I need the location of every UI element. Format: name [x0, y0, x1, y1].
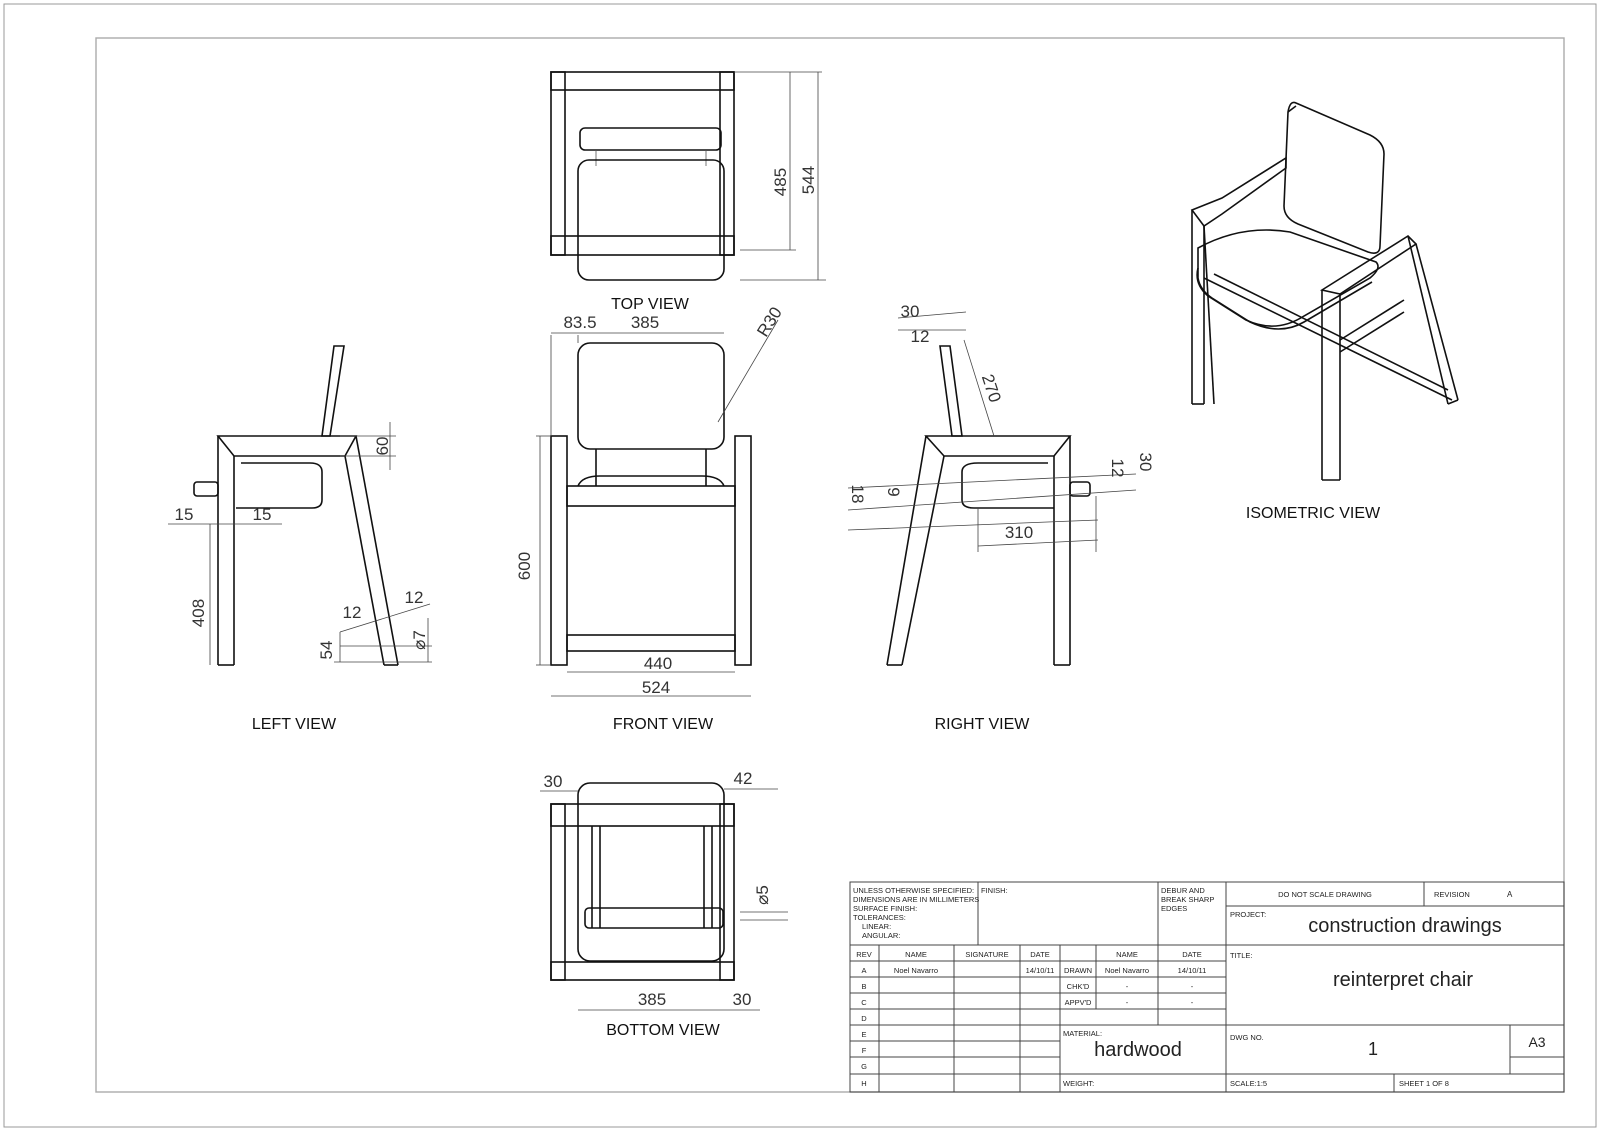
front-dim-385: 385	[631, 313, 659, 332]
tb-project-value: construction drawings	[1308, 915, 1501, 937]
tb-dwg-value: 1	[1368, 1039, 1378, 1059]
left-dim-12b: 12	[405, 588, 424, 607]
bottom-dim-42: 42	[734, 769, 753, 788]
tb-rev-3: D	[861, 1014, 867, 1023]
tb-appr-2-role: APPV'D	[1065, 998, 1092, 1007]
right-dim-12: 12	[911, 327, 930, 346]
right-dim-12b: 12	[1108, 459, 1127, 478]
tb-rev-h-0: REV	[856, 950, 871, 959]
left-dim-15b: 15	[253, 505, 272, 524]
tb-note-2: SURFACE FINISH:	[853, 904, 917, 913]
bottom-dim-30b: 30	[733, 990, 752, 1009]
bottom-view	[540, 782, 788, 1011]
front-dim-440: 440	[644, 654, 672, 673]
bottom-dim-30: 30	[544, 772, 563, 791]
tb-title-label: TITLE:	[1230, 951, 1253, 960]
tb-material-label: MATERIAL:	[1063, 1029, 1102, 1038]
right-dim-30: 30	[901, 302, 920, 321]
tb-appr-2-date: -	[1191, 998, 1194, 1007]
tb-rev-0: A	[861, 966, 866, 975]
tb-note-1: DIMENSIONS ARE IN MILLIMETERS	[853, 895, 979, 904]
tb-do-not-scale: DO NOT SCALE DRAWING	[1278, 890, 1372, 899]
right-dim-18: 18	[848, 485, 867, 504]
tb-project-label: PROJECT:	[1230, 910, 1266, 919]
tb-debur-2: EDGES	[1161, 904, 1187, 913]
tb-debur-0: DEBUR AND	[1161, 886, 1205, 895]
tb-rev-0-date: 14/10/11	[1026, 966, 1055, 975]
left-dim-60: 60	[373, 437, 392, 456]
tb-appr-0-name: Noel Navarro	[1105, 966, 1149, 975]
tb-debur-1: BREAK SHARP	[1161, 895, 1214, 904]
tb-appr-h-0: NAME	[1116, 950, 1138, 959]
top-view-label: TOP VIEW	[611, 296, 690, 313]
tb-appr-h-1: DATE	[1182, 950, 1201, 959]
tb-appr-1-role: CHK'D	[1067, 982, 1090, 991]
tb-size-value: A3	[1528, 1034, 1545, 1050]
left-dim-12a: 12	[343, 603, 362, 622]
tb-note-5: ANGULAR:	[862, 931, 900, 940]
drawing-border	[95, 37, 1565, 1093]
tb-weight-label: WEIGHT:	[1063, 1079, 1094, 1088]
isometric-view	[1190, 101, 1459, 481]
right-dim-9: 9	[884, 487, 903, 496]
left-dim-408: 408	[189, 599, 208, 627]
bottom-dim-d5: ⌀5	[753, 885, 772, 905]
left-dim-54: 54	[317, 641, 336, 660]
tb-rev-7: H	[861, 1079, 866, 1088]
front-dim-524: 524	[642, 678, 670, 697]
left-view	[168, 345, 432, 666]
tb-rev-h-1: NAME	[905, 950, 927, 959]
tb-revision-value: A	[1507, 890, 1513, 899]
tb-appr-1-date: -	[1191, 982, 1194, 991]
tb-note-4: LINEAR:	[862, 922, 891, 931]
tb-revision-label: REVISION	[1434, 890, 1470, 899]
tb-rev-h-2: SIGNATURE	[965, 950, 1008, 959]
tb-rev-4: E	[861, 1030, 866, 1039]
left-view-label: LEFT VIEW	[252, 716, 337, 733]
tb-rev-2: C	[861, 998, 867, 1007]
right-dim-30b: 30	[1136, 453, 1155, 472]
tb-sheet-value: SHEET 1 OF 8	[1399, 1079, 1449, 1088]
bottom-view-label: BOTTOM VIEW	[606, 1022, 720, 1039]
tb-appr-0-date: 14/10/11	[1178, 966, 1207, 975]
tb-rev-6: G	[861, 1062, 867, 1071]
tb-appr-0-role: DRAWN	[1064, 966, 1092, 975]
tb-dwg-label: DWG NO.	[1230, 1033, 1264, 1042]
right-view-label: RIGHT VIEW	[935, 716, 1031, 733]
left-dim-d7: ⌀7	[410, 630, 429, 650]
tb-appr-1-name: -	[1126, 982, 1129, 991]
front-view-label: FRONT VIEW	[613, 716, 714, 733]
tb-rev-h-3: DATE	[1030, 950, 1049, 959]
right-dim-310: 310	[1005, 523, 1033, 542]
tb-scale-value: SCALE:1:5	[1230, 1079, 1267, 1088]
tb-rev-0-name: Noel Navarro	[894, 966, 938, 975]
tb-note-0: UNLESS OTHERWISE SPECIFIED:	[853, 886, 974, 895]
tb-finish-label: FINISH:	[981, 886, 1008, 895]
left-dim-15a: 15	[175, 505, 194, 524]
title-block	[849, 881, 1565, 1093]
front-dim-83-5: 83.5	[563, 313, 596, 332]
front-dim-600: 600	[515, 552, 534, 580]
tb-material-value: hardwood	[1094, 1039, 1182, 1061]
tb-title-value: reinterpret chair	[1333, 969, 1473, 991]
sheet-edge	[3, 3, 1597, 1128]
bottom-dim-385: 385	[638, 990, 666, 1009]
tb-note-3: TOLERANCES:	[853, 913, 906, 922]
tb-rev-1: B	[861, 982, 866, 991]
front-view	[536, 319, 779, 697]
tb-appr-2-name: -	[1126, 998, 1129, 1007]
top-dim-485: 485	[771, 168, 790, 196]
isometric-view-label: ISOMETRIC VIEW	[1246, 505, 1381, 522]
tb-rev-5: F	[862, 1046, 867, 1055]
top-dim-544: 544	[799, 166, 818, 194]
top-view	[550, 71, 826, 281]
right-view	[847, 311, 1137, 666]
